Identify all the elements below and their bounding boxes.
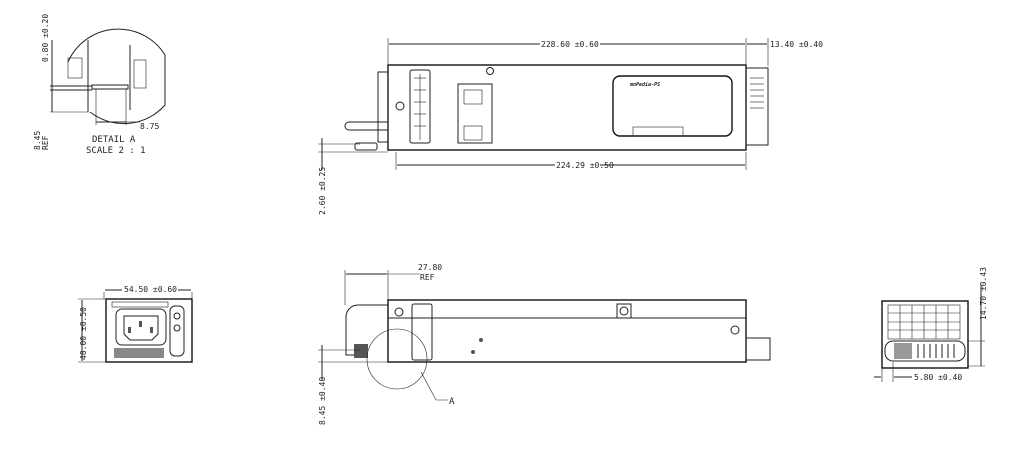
side-view: A 27.80 REF 8.45 ±0.40 bbox=[318, 263, 771, 425]
rear-card-edge-connector bbox=[884, 340, 966, 362]
offset-dim: 2.60 ±0.25 bbox=[318, 167, 327, 215]
ac-inlet-block bbox=[377, 71, 389, 143]
screw-icon bbox=[619, 306, 629, 316]
handle-bar bbox=[344, 121, 388, 131]
release-latch bbox=[354, 142, 378, 151]
handle-grip bbox=[354, 344, 368, 358]
detail-a-boundary bbox=[67, 28, 166, 125]
top-view: mnPedia-PS 228.60 ±0.60 13.40 ±0.40 224.… bbox=[318, 38, 823, 215]
detail-a-width-dim: 8.75 bbox=[140, 122, 159, 131]
detail-leader bbox=[420, 371, 448, 401]
connector-length-dim: 13.40 ±0.40 bbox=[770, 40, 823, 49]
rear-height-dim: 14.70 ±0.43 bbox=[979, 267, 988, 320]
front-label-strip bbox=[114, 348, 164, 358]
rear-connector bbox=[745, 67, 769, 146]
psu-body-top bbox=[387, 64, 747, 151]
screw-icon bbox=[730, 325, 740, 335]
front-view: 54.50 ±0.60 40.00 ±0.50 bbox=[78, 285, 193, 363]
screw-icon bbox=[486, 67, 494, 75]
side-height-dim: 8.45 ±0.40 bbox=[318, 377, 327, 425]
edge-connector bbox=[409, 69, 431, 144]
status-led-panel bbox=[169, 305, 185, 357]
detail-a-ref-label: REF bbox=[41, 135, 50, 150]
overall-length-dim: 228.60 ±0.60 bbox=[541, 40, 599, 49]
iec-inlet bbox=[115, 308, 167, 346]
rear-view: 14.70 ±0.43 5.80 ±0.40 bbox=[874, 267, 988, 382]
handle-length-ref: REF bbox=[420, 273, 435, 282]
detail-a-circle bbox=[366, 328, 428, 390]
body-length-dim: 224.29 ±0.50 bbox=[556, 161, 614, 170]
rear-face bbox=[881, 300, 969, 369]
detail-a-title: DETAIL A bbox=[92, 135, 136, 145]
psu-body-side bbox=[387, 299, 747, 363]
detail-a-view: 0.80 ±0.20 8.75 8.45 REF DETAIL A SCALE … bbox=[33, 14, 166, 156]
screw-icon bbox=[395, 101, 405, 111]
detail-a-thickness-dim: 0.80 ±0.20 bbox=[41, 14, 50, 62]
detail-a-ref-dim: 8.45 bbox=[33, 131, 42, 150]
label-logo-text: mnPedia-PS bbox=[629, 82, 660, 88]
handle-side bbox=[345, 304, 388, 356]
front-height-dim: 40.00 ±0.50 bbox=[79, 307, 88, 360]
rear-stub bbox=[745, 337, 771, 361]
c14-socket-icon bbox=[123, 315, 159, 341]
fan-grille bbox=[894, 343, 912, 359]
mounting-bracket bbox=[457, 83, 493, 144]
handle-length-dim: 27.80 bbox=[418, 263, 442, 272]
detail-a-scale: SCALE 2 : 1 bbox=[86, 146, 146, 156]
edge-connector-side bbox=[411, 303, 433, 361]
detail-callout-label: A bbox=[449, 397, 455, 407]
front-width-dim: 54.50 ±0.60 bbox=[124, 285, 177, 294]
screw-icon bbox=[394, 307, 404, 317]
rear-offset-dim: 5.80 ±0.40 bbox=[914, 373, 962, 382]
front-face bbox=[105, 298, 193, 363]
screw-bracket bbox=[616, 303, 632, 319]
